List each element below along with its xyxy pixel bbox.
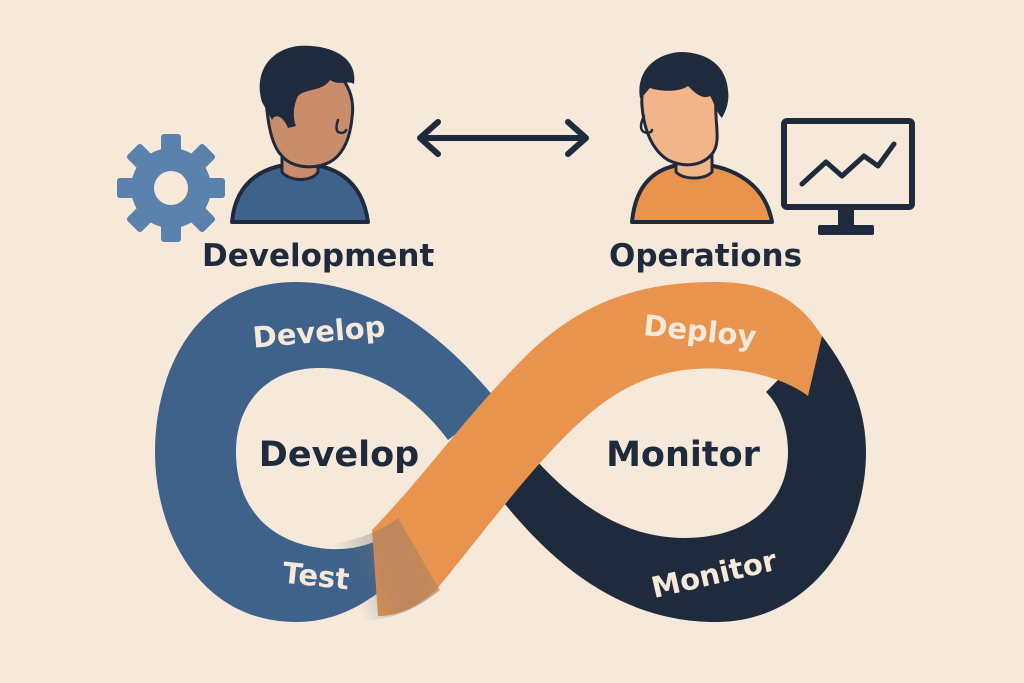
test-band-label: Test [281, 555, 351, 597]
monitor-chart-icon [781, 118, 915, 235]
develop-center-label: Develop [258, 435, 420, 475]
deploy-band [372, 282, 822, 616]
double-headed-arrow-icon [417, 119, 589, 157]
develop-loop-band [155, 282, 498, 622]
operations-label: Operations [609, 238, 803, 274]
gear-icon [117, 134, 225, 242]
blend-zone [330, 518, 440, 620]
developer-person-icon [230, 45, 370, 224]
operator-person-icon [630, 52, 774, 224]
monitor-loop-band [500, 336, 866, 622]
monitor-center-label: Monitor [606, 435, 760, 475]
infinity-loop [155, 282, 866, 622]
development-label: Development [202, 238, 435, 274]
